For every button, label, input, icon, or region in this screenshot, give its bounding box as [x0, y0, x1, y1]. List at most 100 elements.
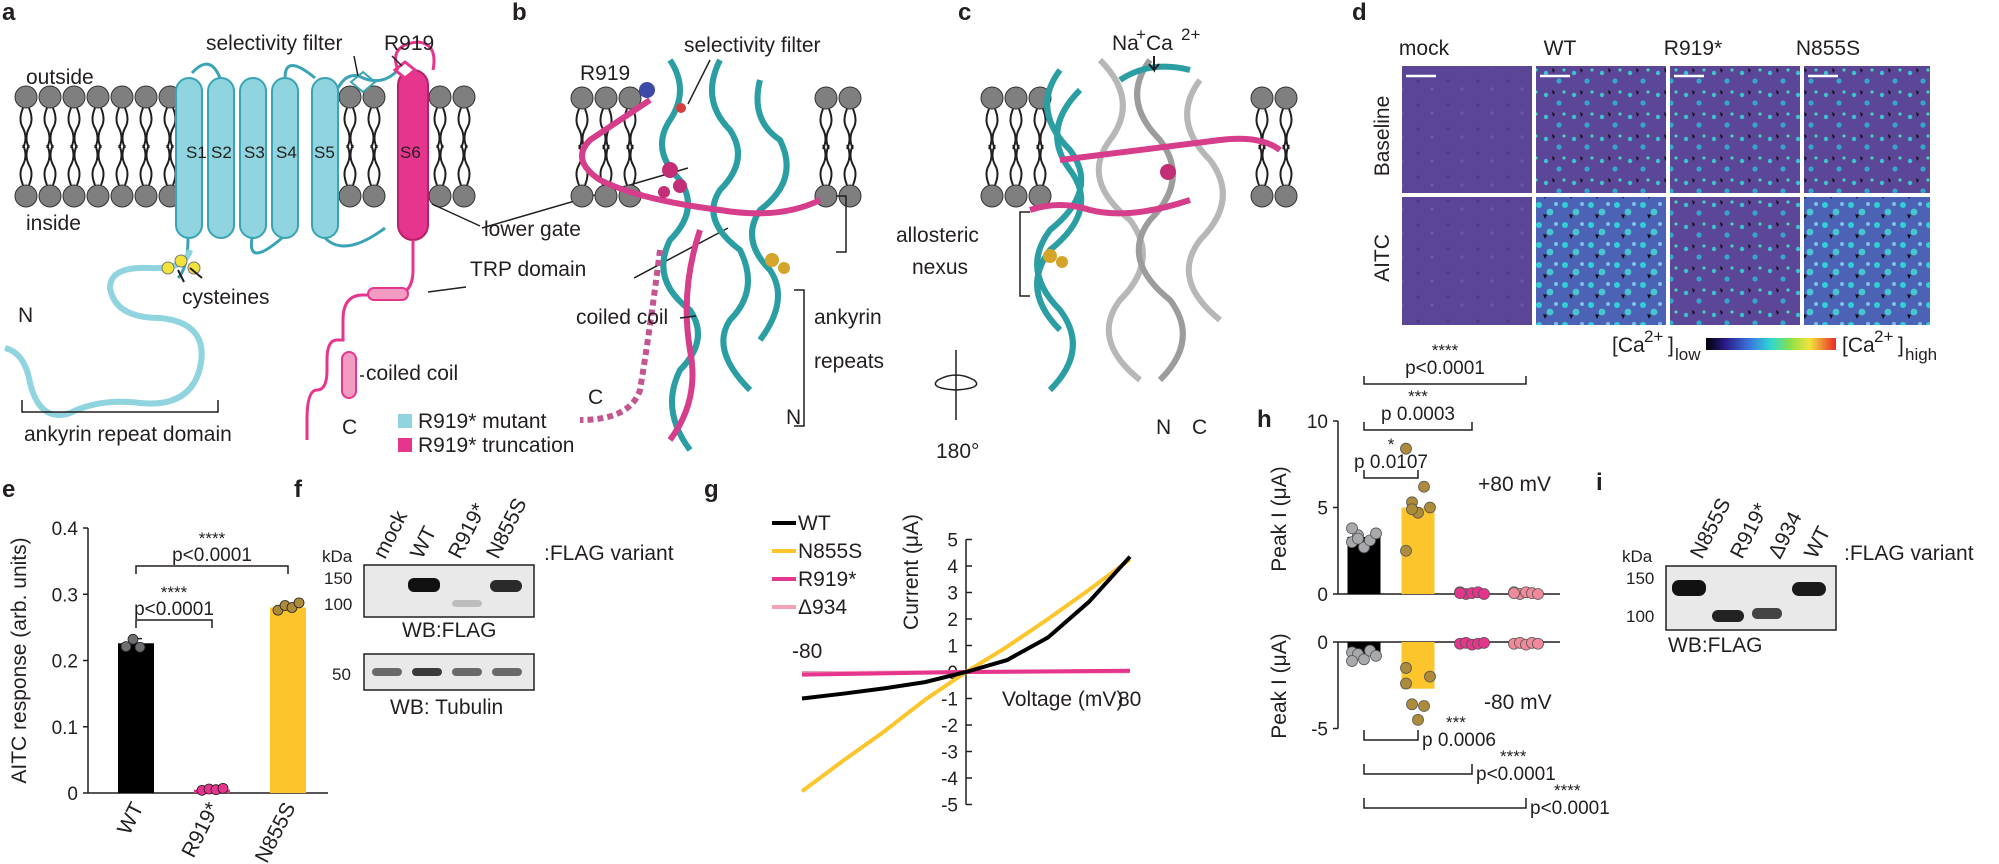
- lipid-head-top: [814, 86, 838, 110]
- h-point: [1358, 653, 1370, 666]
- panel-label-e: e: [2, 476, 15, 503]
- bracket-ankyrin: [21, 400, 219, 413]
- label-c-terminus-a: C: [342, 416, 357, 439]
- label-n-terminus-b: N: [786, 406, 801, 429]
- label-inside: inside: [26, 212, 81, 235]
- lipid-head-top: [134, 85, 158, 109]
- lipid-tail-bottom: [43, 144, 57, 186]
- coiled-coil-helix: [341, 351, 357, 399]
- i-marker-100: 100: [1626, 607, 1654, 626]
- label-selectivity-filter-b: selectivity filter: [684, 34, 821, 57]
- row-aitc: AITC: [1371, 234, 1394, 282]
- lipid-head-top: [1004, 86, 1028, 110]
- transmembrane-helices: [175, 40, 436, 280]
- label-n-terminus-a: N: [18, 304, 33, 327]
- h-sig-stars-top: ****: [1432, 341, 1459, 360]
- g-ytick-label: 5: [947, 531, 958, 552]
- lipid-tail-top: [1033, 108, 1047, 150]
- lipid-head-top: [38, 85, 62, 109]
- h-point: [1406, 503, 1418, 516]
- img-baseline-mock: [1402, 66, 1532, 193]
- g-ytick-label: -3: [941, 743, 958, 764]
- img-baseline-r919: [1670, 66, 1800, 193]
- i-kda: kDa: [1622, 547, 1653, 566]
- row-baseline: Baseline: [1371, 96, 1394, 177]
- segment-s6: S6: [400, 143, 421, 162]
- e-ytick-label: 0.2: [52, 652, 78, 673]
- scale-low-charge: 2+: [1644, 327, 1663, 346]
- lipid-head-bottom: [980, 184, 1004, 208]
- e-sig-p: p<0.0001: [134, 599, 214, 620]
- f-band-wt: [408, 578, 440, 592]
- h-point: [1424, 501, 1436, 514]
- col-wt: WT: [1544, 37, 1577, 60]
- ion-na: Na: [1112, 32, 1139, 55]
- scale-high-ca: [Ca: [1842, 334, 1875, 357]
- label-ankyrin-domain: ankyrin repeat domain: [24, 423, 232, 446]
- f-wb-bottom: WB: Tubulin: [390, 696, 503, 719]
- e-point: [127, 633, 139, 645]
- f-lane-wt: WT: [406, 523, 441, 563]
- lipid-head-bottom: [86, 184, 110, 208]
- g-legend-label: Δ934: [798, 596, 847, 619]
- e-sig-stars: ****: [199, 529, 226, 548]
- h-point: [1478, 636, 1490, 649]
- e-bar: [118, 643, 154, 793]
- segment-s5: S5: [314, 143, 335, 162]
- g-ylabel: Current (μA): [900, 514, 923, 630]
- membrane-bilayer-c: [980, 86, 1298, 208]
- h-sig-bracket-bottom: [1363, 730, 1419, 741]
- h-ytick-label: 0: [1317, 633, 1328, 654]
- h-ytick-label: 5: [1317, 499, 1328, 520]
- g-ytick-label: 2: [947, 610, 958, 631]
- lipid-tail-bottom: [91, 144, 105, 186]
- h-point: [1418, 700, 1430, 712]
- ribbon-structure-b: [579, 58, 822, 452]
- f-kda: kDa: [322, 547, 353, 566]
- i-band-d934: [1752, 608, 1782, 619]
- lipid-head-top: [570, 86, 594, 110]
- lipid-tail-top: [139, 107, 153, 149]
- panel-label-g: g: [704, 476, 719, 503]
- arrow-coiled-coil-b: [679, 315, 697, 319]
- e-sig-stars: ****: [161, 583, 188, 602]
- h-sig-bracket-top: [1363, 422, 1473, 431]
- img-aitc-n855s: [1804, 197, 1930, 325]
- img-baseline-wt: [1536, 66, 1666, 193]
- e-point: [217, 782, 229, 794]
- lipid-tail-bottom: [1033, 144, 1047, 186]
- h-point: [1418, 480, 1430, 493]
- h-ytick-label: -5: [1311, 720, 1328, 741]
- h-point: [1370, 649, 1382, 662]
- h-sig-stars-bottom: ****: [1554, 781, 1581, 800]
- ion-ca: Ca: [1146, 32, 1173, 55]
- legend-swatch-truncation: [398, 438, 412, 452]
- label-c-terminus-c: C: [1192, 416, 1207, 439]
- e-ytick-label: 0.3: [52, 585, 78, 606]
- panel-i-western-blot: kDa 150 100 N855S R919* Δ934 WT :FLAG va…: [1622, 495, 1974, 657]
- legend-truncation: R919* truncation: [418, 434, 574, 457]
- lipid-tail-bottom: [343, 144, 357, 186]
- h-point: [1370, 527, 1382, 540]
- label-c-terminus-b: C: [588, 386, 603, 409]
- e-ylabel: AITC response (arb. units): [8, 537, 31, 783]
- h-sig-bracket-top: [1363, 470, 1419, 479]
- bracket-ankyrin-b: [794, 289, 805, 427]
- i-tag: :FLAG variant: [1844, 542, 1974, 565]
- label-r919-b: R919: [580, 62, 630, 85]
- lipid-head-top: [428, 85, 452, 109]
- lipid-head-top: [1250, 86, 1274, 110]
- lipid-head-top: [14, 85, 38, 109]
- panel-label-f: f: [294, 476, 303, 503]
- lipid-tail-top: [433, 107, 447, 149]
- panel-a-topology: S1 S2 S3 S4 S5 S6 outside inside selecti…: [4, 32, 729, 457]
- lipid-head-bottom: [362, 184, 386, 208]
- f-band-n855s: [490, 580, 522, 592]
- h-ylabel-bottom: Peak I (μA): [1268, 633, 1291, 738]
- label-n-terminus-c: N: [1156, 416, 1171, 439]
- scale-high-bracket: ]: [1898, 334, 1904, 357]
- arrow-selectivity: [353, 55, 359, 77]
- bracket-nexus-b: [836, 195, 847, 253]
- h-point: [1412, 713, 1424, 726]
- label-lower-gate-a: lower gate: [484, 218, 581, 241]
